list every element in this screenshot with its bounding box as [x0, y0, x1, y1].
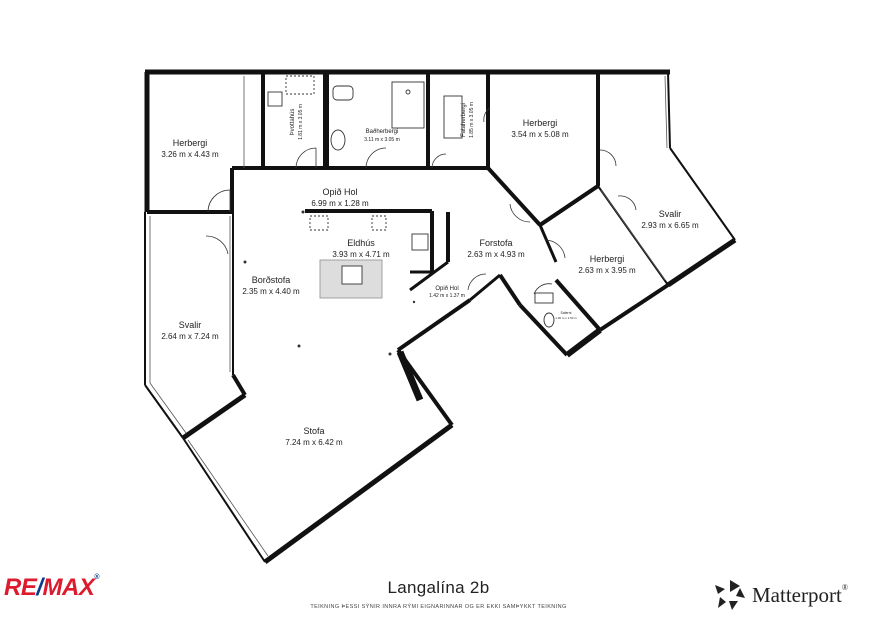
disclaimer-text: TEIKNING ÞESSI SÝNIR INNRA RÝMI EIGNARIN…: [310, 604, 567, 610]
room-forstofa: Forstofa 2.63 m x 4.93 m: [467, 238, 525, 259]
room-svalir-e: Svalir 2.93 m x 6.65 m: [641, 209, 699, 230]
room-name: Herbergi: [173, 138, 208, 148]
room-dimensions: 1.81 m x 3.05 m: [298, 104, 304, 140]
room-herbergi-e: Herbergi 2.63 m x 3.95 m: [578, 254, 636, 275]
matterport-wordmark: Matterport: [752, 582, 842, 607]
room-name: Þvottahús: [290, 109, 296, 136]
room-herbergi-ne: Herbergi 3.54 m x 5.08 m: [511, 118, 569, 139]
room-dimensions: 3.54 m x 5.08 m: [511, 130, 569, 139]
room-svalir-w: Svalir 2.64 m x 7.24 m: [161, 320, 219, 341]
room-bordstofa: Borðstofa 2.35 m x 4.40 m: [242, 275, 300, 296]
room-herbergi-nw: Herbergi 3.26 m x 4.43 m: [161, 138, 219, 159]
room-dimensions: 2.93 m x 6.65 m: [641, 221, 699, 230]
room-name: Eldhús: [347, 238, 375, 248]
room-dimensions: 2.64 m x 7.24 m: [161, 332, 219, 341]
matterport-logo: Matterport®: [714, 578, 848, 612]
room-name: Salerni: [561, 311, 572, 315]
matterport-mark-icon: [715, 580, 745, 610]
room-salerni: Salerni 1.30 m x 1.50 m: [555, 311, 577, 320]
room-dimensions: 1.85 m x 3.05 m: [469, 102, 475, 138]
room-dimensions: 3.93 m x 4.71 m: [332, 250, 390, 259]
room-eldhus: Eldhús 3.93 m x 4.71 m: [332, 238, 390, 259]
room-dimensions: 6.99 m x 1.28 m: [311, 199, 369, 208]
room-name: Forstofa: [479, 238, 512, 248]
room-name: Svalir: [659, 209, 682, 219]
room-dimensions: 2.63 m x 3.95 m: [578, 266, 636, 275]
room-name: Herbergi: [590, 254, 625, 264]
room-opid-hol-small: Opið Hol 1.42 m x 1.37 m: [429, 285, 465, 299]
room-dimensions: 1.42 m x 1.37 m: [429, 293, 465, 299]
room-fataherbergi: Fataherbergi 1.85 m x 3.05 m: [461, 102, 475, 138]
room-dimensions: 2.63 m x 4.93 m: [467, 250, 525, 259]
room-dimensions: 7.24 m x 6.42 m: [285, 438, 343, 447]
room-name: Herbergi: [523, 118, 558, 128]
room-name: Svalir: [179, 320, 202, 330]
room-dimensions: 1.30 m x 1.50 m: [555, 316, 577, 320]
room-thvottahus: Þvottahús 1.81 m x 3.05 m: [290, 104, 304, 140]
room-dimensions: 2.35 m x 4.40 m: [242, 287, 300, 296]
room-name: Stofa: [303, 426, 324, 436]
room-dimensions: 3.26 m x 4.43 m: [161, 150, 219, 159]
room-stofa: Stofa 7.24 m x 6.42 m: [285, 426, 343, 447]
room-name: Fataherbergi: [461, 103, 467, 137]
room-name: Borðstofa: [252, 275, 291, 285]
room-name: Opið Hol: [322, 187, 357, 197]
room-name: Baðherbergi: [366, 128, 399, 135]
room-dimensions: 3.11 m x 3.05 m: [364, 137, 399, 143]
room-name: Opið Hol: [435, 285, 458, 292]
room-badherbergi: Baðherbergi 3.11 m x 3.05 m: [364, 128, 399, 143]
remax-logo: RE/MAX®: [4, 574, 100, 601]
room-opid-hol: Opið Hol 6.99 m x 1.28 m: [311, 187, 369, 208]
property-title: Langalína 2b: [387, 578, 490, 597]
